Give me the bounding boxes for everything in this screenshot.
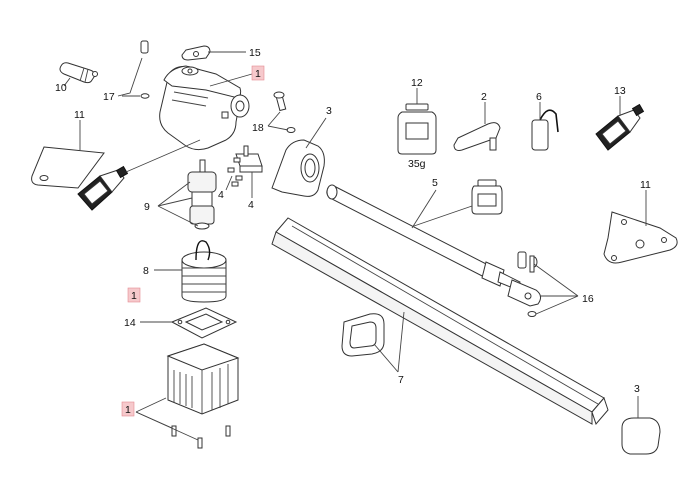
small-grease-jar[interactable] (471, 179, 503, 215)
callout-1-top: 1 (255, 68, 261, 80)
callout-3-end: 3 (634, 383, 640, 395)
part-4-bracket[interactable] (227, 145, 263, 187)
callout-5: 5 (432, 177, 438, 189)
callout-16: 16 (582, 293, 594, 305)
part-5-actuator-rod[interactable] (326, 184, 542, 317)
callout-2: 2 (481, 91, 487, 103)
leader-7b (397, 311, 405, 373)
part-14-gasket[interactable] (170, 307, 238, 339)
leader-9b (157, 197, 193, 207)
leader-17 (117, 57, 143, 97)
callout-11-right: 11 (640, 179, 651, 191)
callout-9: 9 (144, 201, 150, 213)
leader-10 (63, 77, 71, 87)
callout-12: 12 (411, 77, 423, 89)
callout-3-cap: 3 (326, 105, 332, 117)
callout-7: 7 (398, 374, 404, 386)
part-13-grease-tube[interactable] (595, 103, 645, 151)
part-2-release-key[interactable] (453, 122, 501, 151)
leader-16c (535, 295, 579, 315)
callout-10: 10 (55, 82, 67, 94)
grease-jar-label: 35g (408, 158, 426, 170)
part-11-bracket-right[interactable] (603, 211, 678, 264)
leader-3-cap (305, 117, 327, 149)
part-1-motor-housing[interactable] (159, 65, 250, 151)
callout-11-left: 11 (74, 109, 85, 121)
part-10-pin[interactable] (59, 62, 98, 84)
leader-18 (267, 111, 281, 127)
callout-1-bottom-highlight (121, 401, 135, 417)
part-8-motor-coil[interactable] (181, 240, 227, 303)
part-11-bracket-left[interactable] (31, 146, 105, 189)
part-3-cap-top[interactable] (271, 139, 325, 197)
part-3-end-cap[interactable] (621, 417, 661, 455)
callout-18: 18 (252, 122, 264, 134)
callout-13: 13 (614, 85, 626, 97)
part-7-tube[interactable] (271, 217, 609, 425)
leader-9a (157, 181, 191, 207)
leader-tube-housing (125, 139, 201, 173)
leader-1-bottom-c (135, 411, 199, 441)
leader-9c (157, 205, 199, 227)
callout-4-right: 4 (248, 199, 254, 211)
part-18-bolt[interactable] (273, 91, 296, 133)
leader-4-left (225, 175, 233, 191)
leader-16a (533, 263, 579, 297)
callout-1-mid: 1 (131, 290, 137, 302)
leader-jar-rod (413, 205, 473, 227)
callout-17: 17 (103, 91, 115, 103)
callout-1-bottom: 1 (125, 404, 131, 416)
part-12-grease-jar[interactable] (397, 103, 437, 155)
part-7-sleeve[interactable] (341, 313, 385, 357)
part-6-capacitor[interactable] (531, 109, 559, 151)
callout-1-top-highlight (251, 65, 265, 81)
part-9-motor-shaft[interactable] (187, 159, 217, 230)
leader-7a (373, 343, 399, 373)
part-17-dowel[interactable] (140, 40, 150, 99)
leader-1-top (209, 73, 253, 87)
part-15-clip[interactable] (181, 45, 211, 61)
callout-4-left: 4 (218, 189, 224, 201)
part-1-stator-base[interactable] (166, 343, 240, 449)
callout-15: 15 (249, 47, 261, 59)
callout-1-mid-highlight (127, 287, 141, 303)
callout-8: 8 (143, 265, 149, 277)
grease-tube-left[interactable] (77, 165, 129, 211)
callout-6: 6 (536, 91, 542, 103)
leader-1-bottom-a (135, 397, 167, 413)
callout-14: 14 (124, 317, 136, 329)
leader-5 (411, 189, 437, 229)
